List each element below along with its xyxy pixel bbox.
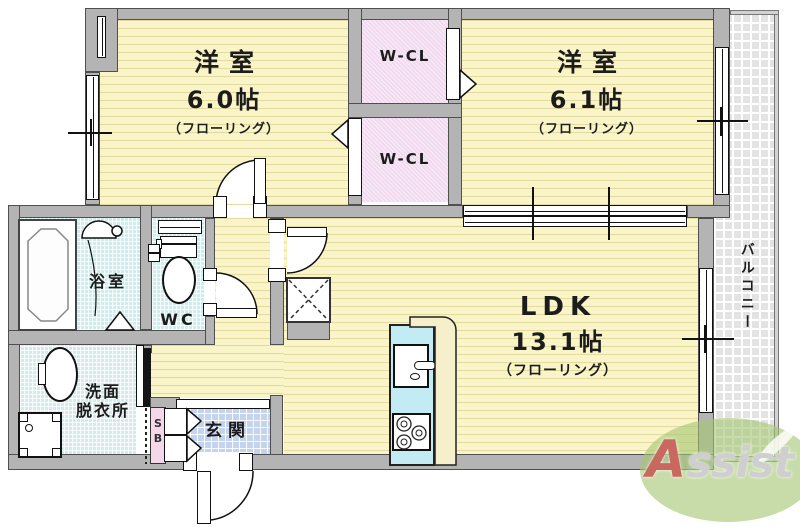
washroom-label-line2: 脱衣所 — [75, 401, 130, 421]
bathroom-label: 浴室 — [88, 272, 127, 291]
room-western1-area: 6.0帖 — [186, 86, 262, 114]
tick-window-ldk-v — [704, 325, 706, 353]
room-western1-name: 洋室 — [193, 48, 264, 77]
refrigerator-space — [286, 277, 331, 323]
room1-door-jamb-left — [213, 196, 227, 218]
wall-pocket-black — [144, 348, 151, 407]
ldk-door-jamb-top — [268, 219, 286, 233]
bathtub — [18, 219, 77, 331]
wcl-upper-label: W-CL — [379, 47, 431, 65]
ldk-door-leaf — [287, 227, 327, 237]
wall-under-bath — [8, 330, 215, 345]
washroom-pocket-door-leaf — [136, 345, 144, 407]
washroom-door-track-dotted — [145, 408, 147, 464]
balcony-rail-right — [774, 12, 779, 462]
wall-entrance-right — [270, 395, 283, 455]
shoe-box-door-panel-bottom — [164, 435, 187, 462]
tick-window-room2 — [697, 120, 748, 122]
slider-room2-ldk-track2 — [463, 216, 687, 227]
pan-corner-tr — [52, 413, 61, 422]
pan-drain — [25, 424, 33, 432]
pan-corner-br — [52, 448, 61, 457]
window-ldk-right — [699, 268, 713, 413]
pan-corner-tl — [19, 413, 28, 422]
balcony-label: バルコニー — [738, 242, 755, 332]
ldk-door-jamb-bottom — [268, 268, 286, 282]
wcl-upper-door-leaf — [446, 28, 460, 100]
ldk-area: 13.1帖 — [511, 328, 605, 357]
ldk-name: LDK — [519, 292, 597, 322]
room-western1-floor-note: （フローリング） — [167, 121, 280, 137]
room-western2-floor — [462, 20, 713, 205]
sink-drain — [410, 373, 420, 380]
room-western1-label: 洋室 6.0帖 （フローリング） — [104, 48, 344, 137]
wall-wcl-divider — [348, 103, 462, 118]
balcony-rail-top — [730, 10, 779, 15]
watermark-text: Assist — [646, 430, 794, 490]
room1-door-leaf — [254, 158, 266, 204]
entry-jamb-right — [239, 453, 253, 471]
wcl-lower-label: W-CL — [379, 150, 431, 168]
wall-bottom — [8, 454, 714, 470]
toilet-bowl — [162, 256, 196, 304]
washroom-label: 洗面 脱衣所 — [58, 382, 148, 420]
entry-door-leaf — [197, 471, 211, 524]
watermark-rest: ssist — [686, 438, 794, 488]
wall-top — [85, 8, 730, 20]
wcl-upper-floor — [362, 20, 448, 103]
window-topleft — [97, 16, 106, 58]
tick-slider-right — [608, 187, 610, 240]
tick-window-room1-v — [90, 119, 92, 146]
wall-bath-wc — [140, 205, 152, 330]
wc-door-jamb-top — [203, 268, 217, 281]
window-wc-top — [158, 220, 202, 234]
tick-slider-left — [532, 187, 534, 240]
corridor-floor — [150, 345, 284, 398]
wcl-lower-floor — [362, 118, 448, 202]
shoe-box-letter-s: S — [154, 417, 162, 430]
kitchen-stove — [392, 413, 431, 451]
entrance-label: 玄関 — [205, 421, 251, 441]
wcl-lower-door-leaf — [348, 118, 362, 196]
tick-window-ldk — [682, 338, 734, 340]
wall-hall-left-upper — [205, 218, 215, 270]
washbasin-tab — [38, 363, 46, 385]
toilet-paper-holder-line — [148, 252, 160, 254]
watermark-letter-a: A — [646, 430, 687, 490]
wall-mid-right — [687, 205, 730, 218]
room-western2-name: 洋室 — [556, 48, 627, 77]
wall-hall-ldk-bottom — [270, 273, 284, 345]
kitchen-faucet — [414, 361, 436, 370]
shoe-box-door-panel-top — [164, 408, 187, 435]
entrance-step — [176, 399, 270, 409]
ldk-floor-note: （フローリング） — [498, 362, 618, 379]
washroom-label-line1: 洗面 — [84, 382, 121, 401]
tick-window-room2-v — [720, 107, 722, 136]
toilet-label: WC — [160, 310, 196, 329]
room-western2-area: 6.1帖 — [549, 86, 625, 114]
room-western2-label: 洋室 6.1帖 （フローリング） — [467, 48, 707, 137]
pan-corner-bl — [19, 448, 28, 457]
ldk-label: LDK 13.1帖 （フローリング） — [438, 292, 678, 380]
ldk-floor — [284, 218, 698, 455]
toilet-tank-line — [161, 243, 196, 245]
wall-mid-left — [8, 205, 215, 218]
wall-hall-left-lower — [205, 316, 215, 345]
room-western2-floor-note: （フローリング） — [530, 121, 643, 137]
window-room1-left — [86, 75, 99, 200]
wc-door-leaf — [216, 308, 257, 318]
wall-mid-center — [265, 205, 463, 218]
slider-room2-ldk-track1 — [463, 205, 687, 216]
toilet-tank — [160, 236, 197, 258]
shoe-box-letter-b: B — [153, 432, 163, 446]
wall-fridge-stub — [287, 322, 330, 340]
